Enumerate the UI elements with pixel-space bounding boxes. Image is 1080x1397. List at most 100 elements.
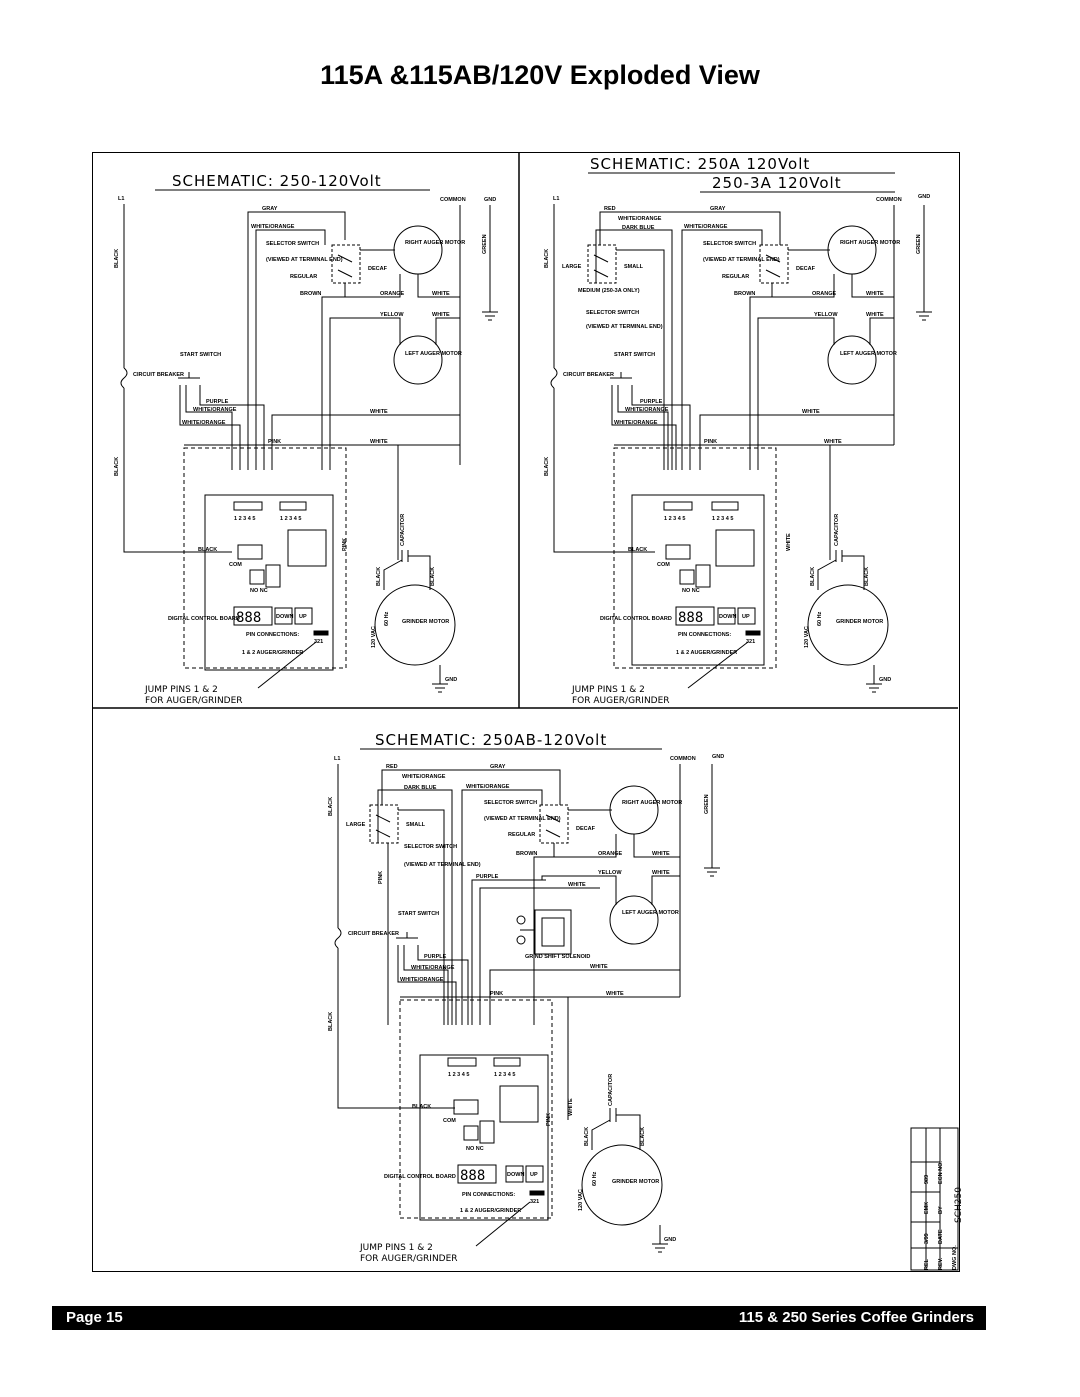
svg-text:LARGE: LARGE	[346, 822, 366, 828]
svg-text:UP: UP	[742, 614, 750, 620]
svg-text:CIRCUIT BREAKER: CIRCUIT BREAKER	[133, 372, 184, 378]
svg-text:GND: GND	[664, 1237, 676, 1243]
footer-bar: Page 15 115 & 250 Series Coffee Grinders	[52, 1306, 986, 1330]
svg-text:LARGE: LARGE	[562, 264, 582, 270]
svg-text:GND: GND	[484, 197, 496, 203]
svg-text:PINK: PINK	[704, 439, 717, 445]
svg-text:CIRCUIT BREAKER: CIRCUIT BREAKER	[348, 931, 399, 937]
svg-text:WHITE: WHITE	[370, 409, 388, 415]
svg-text:NO NC: NO NC	[682, 588, 700, 594]
svg-text:BLACK: BLACK	[328, 797, 334, 816]
svg-text:YELLOW: YELLOW	[814, 312, 838, 318]
svg-text:L1: L1	[553, 196, 559, 202]
svg-text:321: 321	[530, 1199, 539, 1205]
svg-text:BROWN: BROWN	[734, 291, 755, 297]
svg-text:DECAF: DECAF	[576, 826, 596, 832]
svg-text:GREEN: GREEN	[704, 794, 710, 814]
svg-text:REV.: REV.	[938, 1257, 944, 1270]
svg-text:321: 321	[746, 639, 755, 645]
svg-text:120 VAC: 120 VAC	[804, 626, 810, 648]
svg-text:RIGHT AUGER MOTOR: RIGHT AUGER MOTOR	[622, 800, 682, 806]
svg-text:BLACK: BLACK	[628, 547, 647, 553]
svg-text:WHITE: WHITE	[866, 291, 884, 297]
svg-text:ORANGE: ORANGE	[812, 291, 836, 297]
svg-text:BLACK: BLACK	[328, 1012, 334, 1031]
svg-text:GRIND SHIFT SOLENOID: GRIND SHIFT SOLENOID	[525, 954, 590, 960]
svg-text:BY: BY	[938, 1206, 944, 1214]
svg-text:CAPACITOR: CAPACITOR	[400, 514, 406, 546]
svg-text:YELLOW: YELLOW	[598, 870, 622, 876]
svg-text:FOR AUGER/GRINDER: FOR AUGER/GRINDER	[360, 1254, 458, 1264]
svg-text:888: 888	[236, 610, 261, 626]
svg-text:GRAY: GRAY	[490, 764, 506, 770]
svg-text:BLACK: BLACK	[864, 567, 870, 586]
svg-text:FOR AUGER/GRINDER: FOR AUGER/GRINDER	[145, 696, 243, 706]
svg-text:PURPLE: PURPLE	[424, 954, 447, 960]
svg-text:120 VAC: 120 VAC	[578, 1189, 584, 1211]
svg-text:WHITE/ORANGE: WHITE/ORANGE	[402, 774, 446, 780]
svg-text:REGULAR: REGULAR	[290, 274, 317, 280]
page-title: 115A &115AB/120V Exploded View	[320, 60, 760, 90]
svg-text:UP: UP	[299, 614, 307, 620]
svg-text:JUMP PINS 1 & 2: JUMP PINS 1 & 2	[571, 685, 645, 695]
svg-text:START SWITCH: START SWITCH	[180, 352, 221, 358]
svg-text:FOR AUGER/GRINDER: FOR AUGER/GRINDER	[572, 696, 670, 706]
schematic-250a-250-3a-120volt: SCHEMATIC: 250A 120Volt 250-3A 120Volt L…	[544, 155, 932, 706]
svg-text:WHITE: WHITE	[824, 439, 842, 445]
svg-text:1 2 3 4 5: 1 2 3 4 5	[664, 516, 685, 522]
svg-text:WHITE: WHITE	[652, 851, 670, 857]
svg-text:1 2 3 4 5: 1 2 3 4 5	[448, 1072, 469, 1078]
svg-text:120 VAC: 120 VAC	[371, 626, 377, 648]
svg-text:BROWN: BROWN	[300, 291, 321, 297]
svg-text:PINK: PINK	[268, 439, 281, 445]
svg-text:PINK: PINK	[342, 538, 348, 551]
svg-text:(VIEWED AT TERMINAL END): (VIEWED AT TERMINAL END)	[404, 862, 481, 868]
svg-text:PIN CONNECTIONS:: PIN CONNECTIONS:	[462, 1192, 515, 1198]
svg-text:DECAF: DECAF	[368, 266, 388, 272]
svg-text:PURPLE: PURPLE	[206, 399, 229, 405]
svg-text:BLACK: BLACK	[544, 457, 550, 476]
svg-text:BLACK: BLACK	[584, 1127, 590, 1146]
svg-text:GND: GND	[445, 677, 457, 683]
svg-text:JUMP PINS 1 & 2: JUMP PINS 1 & 2	[144, 685, 218, 695]
svg-text:WHITE/ORANGE: WHITE/ORANGE	[684, 224, 728, 230]
svg-text:DOWN: DOWN	[276, 614, 293, 620]
svg-text:DATE: DATE	[938, 1229, 944, 1244]
svg-text:REGULAR: REGULAR	[508, 832, 535, 838]
svg-text:WHITE: WHITE	[652, 870, 670, 876]
svg-text:WHITE/ORANGE: WHITE/ORANGE	[614, 420, 658, 426]
svg-text:60 Hz: 60 Hz	[592, 1171, 598, 1186]
svg-text:START SWITCH: START SWITCH	[398, 911, 439, 917]
svg-text:RED: RED	[604, 206, 616, 212]
svg-text:888: 888	[678, 610, 703, 626]
svg-text:1 2 3 4 5: 1 2 3 4 5	[712, 516, 733, 522]
svg-text:GND: GND	[712, 754, 724, 760]
svg-text:WHITE: WHITE	[432, 312, 450, 318]
svg-text:WHITE/ORANGE: WHITE/ORANGE	[625, 407, 669, 413]
svg-text:GRINDER MOTOR: GRINDER MOTOR	[836, 619, 883, 625]
svg-text:SELECTOR SWITCH: SELECTOR SWITCH	[404, 844, 457, 850]
svg-text:RED: RED	[386, 764, 398, 770]
svg-text:1 & 2 AUGER/GRINDER: 1 & 2 AUGER/GRINDER	[242, 650, 303, 656]
series-name: 115 & 250 Series Coffee Grinders	[738, 1309, 974, 1326]
svg-text:COM: COM	[229, 562, 242, 568]
svg-text:SELECTOR SWITCH: SELECTOR SWITCH	[266, 241, 319, 247]
svg-text:DARK BLUE: DARK BLUE	[404, 785, 437, 791]
svg-text:PIN CONNECTIONS:: PIN CONNECTIONS:	[246, 632, 299, 638]
svg-text:LEFT AUGER MOTOR: LEFT AUGER MOTOR	[622, 910, 679, 916]
svg-text:BLACK: BLACK	[114, 457, 120, 476]
svg-text:BLACK: BLACK	[198, 547, 217, 553]
svg-text:WHITE: WHITE	[786, 533, 792, 551]
page-number: Page 15	[66, 1309, 123, 1326]
svg-text:WHITE/ORANGE: WHITE/ORANGE	[411, 965, 455, 971]
svg-text:PINK: PINK	[546, 1113, 552, 1126]
svg-text:WHITE: WHITE	[866, 312, 884, 318]
svg-text:SELECTOR SWITCH: SELECTOR SWITCH	[484, 800, 537, 806]
svg-text:BLACK: BLACK	[376, 567, 382, 586]
svg-text:ECN NO.: ECN NO.	[938, 1161, 944, 1184]
svg-text:WHITE/ORANGE: WHITE/ORANGE	[618, 216, 662, 222]
svg-text:DIGITAL CONTROL BOARD: DIGITAL CONTROL BOARD	[384, 1174, 456, 1180]
svg-text:(VIEWED AT TERMINAL END): (VIEWED AT TERMINAL END)	[484, 816, 561, 822]
svg-text:888: 888	[460, 1168, 485, 1184]
s2-heading-1: SCHEMATIC: 250A 120Volt	[590, 155, 810, 173]
